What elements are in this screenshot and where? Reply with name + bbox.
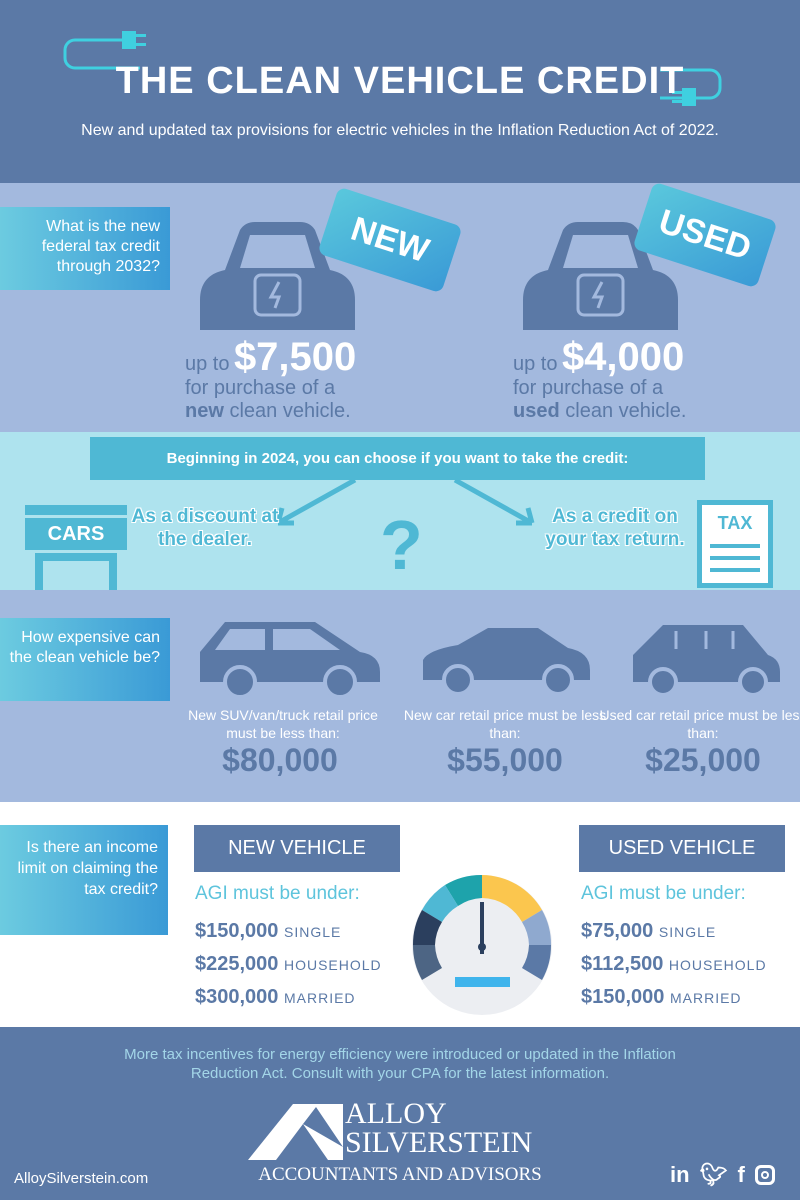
company-logo-text: ALLOY SILVERSTEIN (345, 1097, 533, 1159)
footer-note: More tax incentives for energy efficienc… (124, 1046, 676, 1082)
arrows-icon (275, 478, 535, 526)
new-agi-label: AGI must be under: (195, 883, 360, 904)
price-value-suv: $80,000 (222, 742, 338, 778)
new-vehicle-heading: NEW VEHICLE (194, 825, 400, 872)
tax-form-icon: TAX (697, 500, 773, 588)
income-question: Is there an income limit on claiming the… (0, 825, 168, 935)
store-icon: CARS (25, 505, 127, 590)
page-title: THE CLEAN VEHICLE CREDIT (115, 60, 685, 102)
gauge-icon (412, 874, 552, 1015)
used-credit-amount: up to $4,000 (513, 335, 685, 379)
linkedin-icon[interactable]: in (670, 1162, 690, 1187)
instagram-icon[interactable] (754, 1165, 775, 1185)
suv-icon (200, 622, 380, 699)
price-label-suv: New SUV/van/truck retail price must be l… (188, 707, 378, 741)
new-credit-amount: up to $7,500 (185, 335, 357, 379)
used-agi-label: AGI must be under: (581, 883, 746, 904)
price-value-used-car: $25,000 (645, 742, 761, 778)
new-income-list: $150,000 SINGLE $225,000 HOUSEHOLD $300,… (195, 920, 382, 1008)
price-value-new-car: $55,000 (447, 742, 563, 778)
header: THE CLEAN VEHICLE CREDIT New and updated… (0, 0, 800, 183)
company-tagline: ACCOUNTANTS AND ADVISORS (258, 1164, 542, 1185)
subtitle: New and updated tax provisions for elect… (81, 122, 719, 139)
new-credit-desc: for purchase of a new clean vehicle. (185, 377, 351, 422)
sedan-icon (423, 628, 590, 696)
twitter-icon[interactable]: 🐦︎ (699, 1162, 728, 1187)
footer: More tax incentives for energy efficienc… (0, 1027, 800, 1200)
alloy-logo-icon (248, 1104, 343, 1160)
used-income-list: $75,000 SINGLE $112,500 HOUSEHOLD $150,0… (581, 920, 767, 1008)
price-label-new-car: New car retail price must be less than: (403, 707, 607, 741)
question-mark: ? (380, 506, 423, 584)
social-links: in 🐦︎ f (670, 1162, 775, 1188)
plug-cable-icon (63, 31, 722, 106)
option-dealer-discount: As a discount at the dealer. (131, 506, 279, 550)
choice-banner: Beginning in 2024, you can choose if you… (90, 437, 705, 480)
new-car-icon (200, 222, 355, 330)
used-vehicle-heading: USED VEHICLE (579, 825, 785, 872)
option-tax-return: As a credit on your tax return. (545, 506, 685, 550)
credit-question: What is the new federal tax credit throu… (0, 207, 170, 290)
price-question: How expensive can the clean vehicle be? (0, 618, 170, 701)
facebook-icon[interactable]: f (737, 1162, 745, 1187)
price-label-used-car: Used car retail price must be less than: (599, 707, 800, 741)
used-credit-desc: for purchase of a used clean vehicle. (513, 377, 687, 422)
hatchback-icon (633, 625, 780, 697)
website-link[interactable]: AlloySilverstein.com (14, 1170, 149, 1187)
